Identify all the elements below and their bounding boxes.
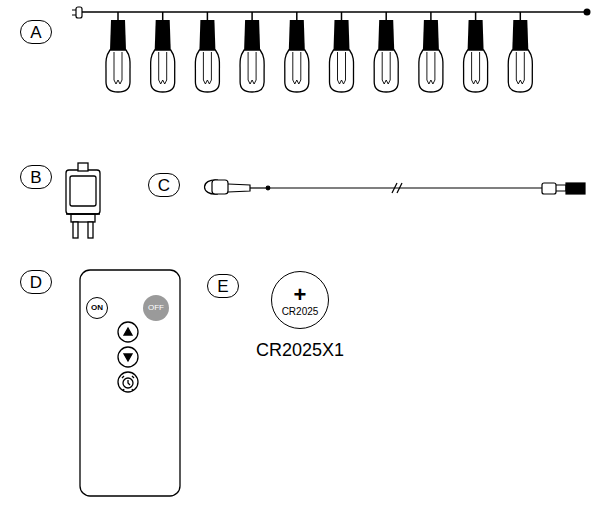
power-adapter [66, 163, 100, 238]
callout-circle: C [148, 173, 180, 197]
bulb [151, 12, 175, 92]
off-button: OFF [143, 295, 169, 321]
callout-letter: A [30, 24, 41, 41]
extension-cable [205, 180, 586, 194]
coin-battery: +CR2025 [271, 271, 329, 329]
callout-circle: E [207, 274, 239, 298]
button-label: OFF [148, 304, 164, 312]
battery-label: CR2025 [282, 307, 319, 317]
bulb [240, 12, 264, 92]
bulb [464, 12, 488, 92]
callout-circle: D [20, 270, 52, 294]
part-quantity: CR2025X1 [256, 341, 344, 359]
remote-control [80, 270, 180, 496]
string-lights [72, 7, 591, 92]
callout-circle: B [20, 165, 52, 189]
button-label: ON [91, 304, 103, 312]
callout-letter: B [30, 169, 41, 186]
bulb [508, 12, 532, 92]
bulb [329, 12, 353, 92]
bulb [106, 12, 130, 92]
callout-letter: E [217, 278, 228, 295]
on-button: ON [86, 297, 108, 319]
bulb [374, 12, 398, 92]
callout-letter: D [30, 274, 42, 291]
bulb [195, 12, 219, 92]
callout-circle: A [20, 20, 52, 44]
bulb [285, 12, 309, 92]
battery-label: + [294, 284, 307, 306]
bulb [419, 12, 443, 92]
callout-letter: C [158, 177, 170, 194]
